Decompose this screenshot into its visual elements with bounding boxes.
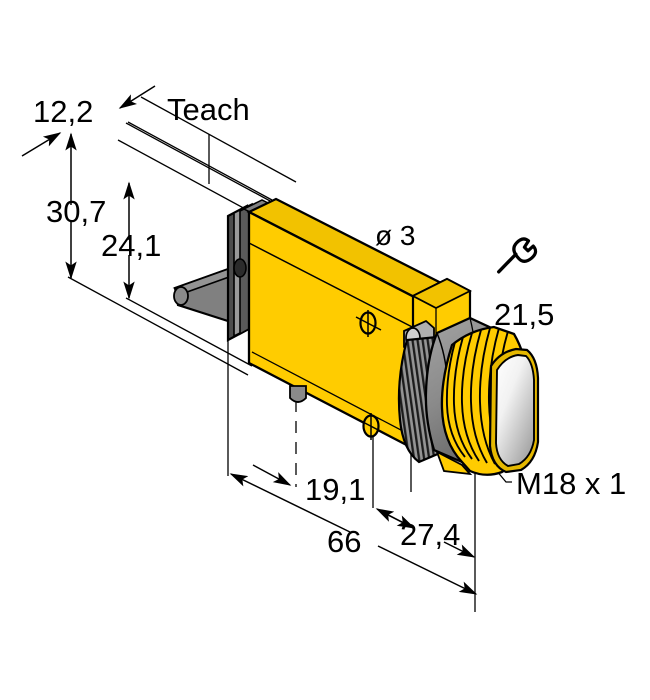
mounting-bracket bbox=[172, 266, 246, 324]
dim-24-1-label: 24,1 bbox=[101, 228, 161, 263]
head-foot bbox=[435, 450, 473, 476]
dim-66-line bbox=[229, 473, 478, 595]
dim-27-4-arrows bbox=[383, 512, 476, 558]
mounting-hole-lower bbox=[358, 413, 385, 440]
wrench-icon bbox=[497, 237, 538, 274]
body-mount-lug bbox=[289, 385, 307, 403]
mounting-hole-upper bbox=[355, 310, 382, 337]
dim-66-label: 66 bbox=[327, 524, 361, 559]
ext-line-30-7-lower bbox=[67, 276, 249, 376]
dim-27-4-label: 27,4 bbox=[400, 517, 460, 552]
dim-12-2-arrows bbox=[21, 85, 156, 157]
sensing-head bbox=[397, 316, 540, 476]
label-m18-thread: M18 x 1 bbox=[516, 466, 626, 501]
sensor-assembly bbox=[172, 197, 540, 476]
dim-30-7-label: 30,7 bbox=[46, 194, 106, 229]
extension-lines-top bbox=[117, 96, 297, 219]
label-diameter-3: ø 3 bbox=[375, 220, 415, 251]
ext-line-24-1-lower bbox=[125, 297, 253, 367]
lens-face bbox=[488, 347, 540, 474]
text-labels-group: 12,2 30,7 24,1 Teach ø 3 21,5 19,1 66 27… bbox=[33, 92, 626, 559]
dim-12-2-label: 12,2 bbox=[33, 94, 93, 129]
dim-19-1-label: 19,1 bbox=[305, 472, 365, 507]
label-teach: Teach bbox=[167, 92, 250, 127]
label-wrench-size: 21,5 bbox=[494, 297, 554, 332]
